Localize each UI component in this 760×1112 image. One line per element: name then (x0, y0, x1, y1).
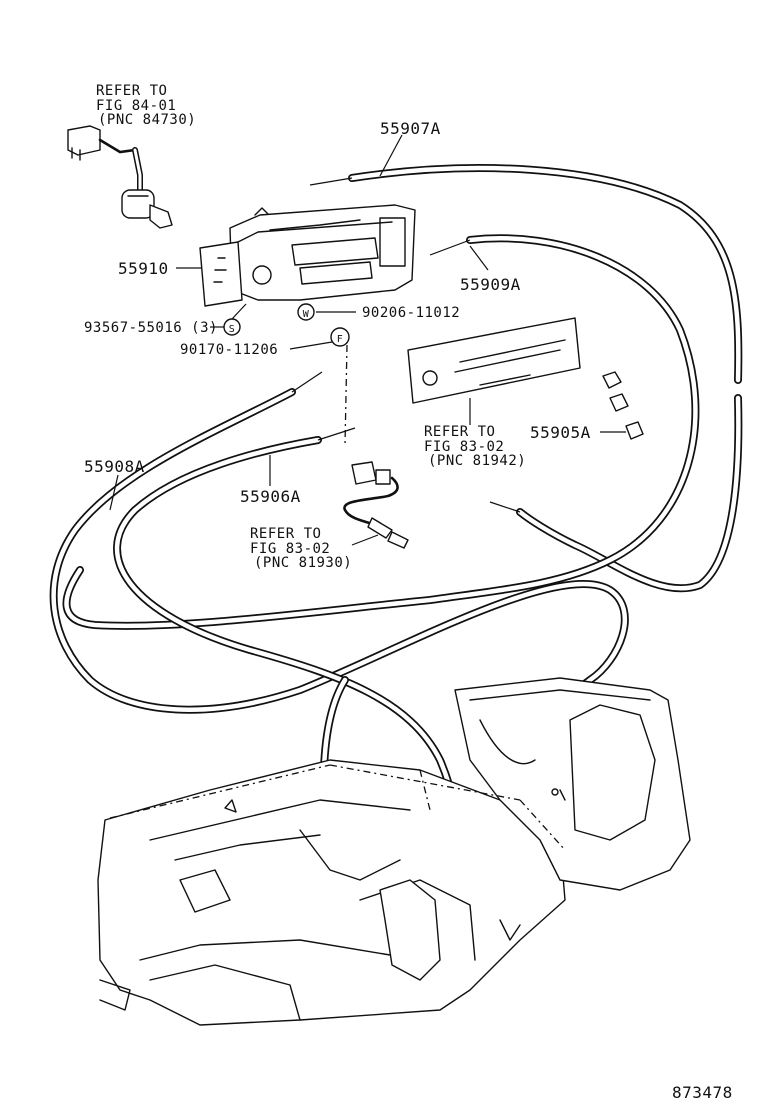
blower-switch-assembly (67, 125, 173, 229)
ref-fig-84-01: REFER TO FIG 84-01 (PNC 84730) (96, 83, 196, 128)
label-55909a: 55909A (460, 275, 521, 294)
ref-84-01-line1: REFER TO (96, 83, 167, 99)
label-55908a: 55908A (84, 457, 145, 476)
cable-55907a (309, 164, 743, 593)
label-55905a: 55905A (530, 423, 591, 442)
label-55907a: 55907A (380, 119, 441, 138)
control-panel-face (407, 317, 581, 404)
ref-83-02-panel-line3: (PNC 81942) (428, 453, 526, 469)
svg-text:F: F (337, 334, 344, 345)
svg-text:S: S (229, 324, 236, 335)
ref-fig-83-02-sensor: REFER TO FIG 83-02 (PNC 81930) (250, 526, 352, 571)
label-90170-11206: 90170-11206 (180, 342, 278, 358)
cable-55908a (49, 371, 629, 794)
ref-83-02-sensor-line2: FIG 83-02 (250, 541, 330, 557)
knobs-55905a (602, 371, 644, 440)
label-55906a: 55906A (240, 487, 301, 506)
nut-90170: F (330, 327, 350, 347)
ref-84-01-line3: (PNC 84730) (98, 112, 196, 128)
ref-fig-83-02-panel: REFER TO FIG 83-02 (PNC 81942) (424, 424, 526, 469)
heater-unit (97, 677, 691, 1026)
label-90206-11012: 90206-11012 (362, 305, 460, 321)
ref-83-02-panel-line2: FIG 83-02 (424, 439, 504, 455)
temperature-sensor (343, 461, 409, 549)
ref-83-02-sensor-line3: (PNC 81930) (254, 555, 352, 571)
svg-text:W: W (303, 309, 310, 320)
diagram-number: 873478 (672, 1083, 733, 1102)
label-93567-55016: 93567-55016 (3) (84, 320, 218, 336)
screw-93567: S (223, 303, 247, 336)
ref-84-01-line2: FIG 84-01 (96, 98, 176, 114)
washer-90206: W (297, 303, 315, 321)
ref-83-02-sensor-line1: REFER TO (250, 526, 321, 542)
cable-55909a (62, 234, 700, 630)
label-55910: 55910 (118, 259, 169, 278)
ref-83-02-panel-line1: REFER TO (424, 424, 495, 440)
heater-control-assembly (199, 204, 416, 307)
